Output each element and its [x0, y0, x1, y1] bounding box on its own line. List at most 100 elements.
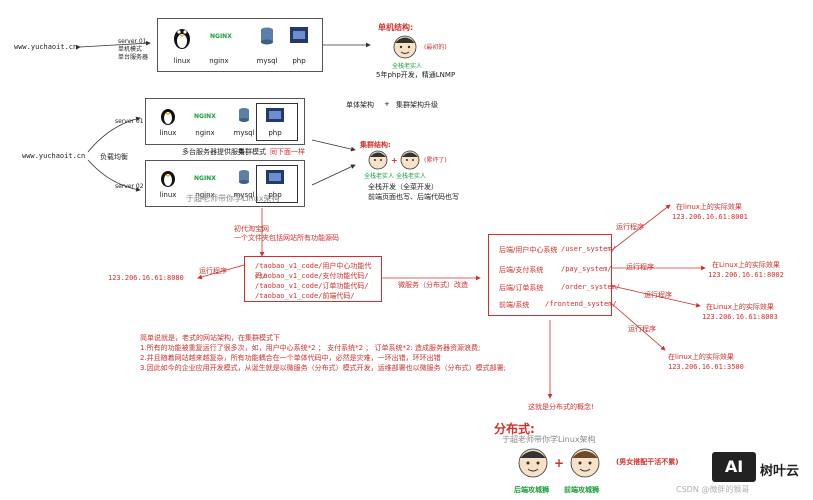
php-highlight-box — [256, 165, 298, 203]
effect-title: 在linux上的实际效果 — [676, 203, 742, 211]
old-run-label: 运行程序 — [199, 267, 227, 275]
server-note-line: 单机模式 — [118, 46, 143, 53]
mid-site: www.yuchaoit.cn — [22, 152, 86, 160]
old-code-box: /taobao_v1_code/用户中心功能代码/ /taobao_v1_cod… — [244, 256, 382, 302]
effect-ip: 123.206.16.61:8001 — [672, 213, 748, 221]
effect-title: 在linux上的实际效果 — [668, 353, 734, 361]
arch-label-2: 集群架构升级 — [396, 101, 438, 109]
top-server-note: server 01 单机模式 单台服务器 — [118, 38, 148, 62]
arrow-micro3 — [611, 285, 701, 308]
load-balancer-label: 负载均衡 — [100, 153, 128, 161]
arrow-site-to-server — [75, 40, 151, 50]
server2-label: server 02 — [115, 183, 144, 190]
dist-note: (男女搭配干活不累) — [616, 458, 679, 466]
dist-plus: + — [554, 456, 565, 470]
arrow-micro1 — [611, 204, 671, 251]
dist-question: 这就是分布式的概念! — [528, 403, 594, 411]
code-line: /taobao_v1_code/前端代码/ — [255, 292, 355, 300]
label-nginx: nginx — [209, 57, 229, 65]
cluster-title: 集群结构: — [360, 141, 391, 149]
cluster-note-3: 同下面一样 — [270, 148, 305, 156]
arrow-lb-server2 — [87, 159, 141, 192]
micro-row-name: 后端/用户中心系统 — [499, 246, 558, 254]
person-avatar-icon — [400, 150, 420, 174]
cluster-person-2: 全栈老实人 — [396, 173, 427, 180]
label-php: php — [292, 57, 306, 65]
single-title: 单机结构: — [378, 23, 414, 32]
nginx-logo-icon: NGINX — [194, 113, 216, 120]
person-avatar-icon — [568, 446, 602, 484]
arch-label: 单体架构 — [346, 101, 374, 109]
server2-box: NGINX linux nginx mysql php — [145, 160, 305, 207]
code-line: /taobao_v1_code/用户中心功能代码/ — [255, 262, 372, 280]
top-site: www.yuchaoit.cn — [14, 43, 78, 51]
label-linux: linux — [159, 129, 177, 137]
label-mysql: mysql — [233, 191, 255, 199]
old-title-1: 初代淘宝网 — [234, 225, 269, 233]
micro-row-name: 前端/系统 — [499, 301, 530, 309]
old-ip: 123.206.16.61:8080 — [108, 274, 184, 282]
nginx-logo-icon: NGINX — [194, 175, 216, 182]
label-php: php — [268, 191, 282, 199]
mysql-database-icon — [238, 169, 250, 189]
person-note: (最初的) — [424, 44, 447, 51]
linux-tux-icon — [172, 25, 192, 53]
micro-run-label: 运行程序 — [628, 325, 656, 333]
csdn-watermark: CSDN @微胖的猴哥 — [676, 485, 750, 494]
explain-line: 简单说就是，老式的网站架构，在集群模式下 — [140, 334, 280, 342]
micro-run-label: 运行程序 — [626, 263, 654, 271]
server-note-line: server 01 — [118, 38, 147, 45]
person-avatar-icon — [516, 446, 550, 484]
micro-run-label: 运行程序 — [644, 291, 672, 299]
micro-row-path: /pay_system/ — [561, 265, 612, 273]
label-mysql: mysql — [256, 57, 278, 65]
person-avatar-icon — [368, 150, 388, 174]
transform-label: 微服务（分布式）改造 — [398, 281, 468, 289]
arrow-micro4 — [611, 303, 666, 351]
effect-ip: 123.206.16.61:3500 — [668, 363, 744, 371]
arrow-lb-server1 — [87, 116, 141, 153]
micro-row-name: 后端/支付系统 — [499, 266, 544, 274]
cluster-person-note: (累坏了) — [424, 157, 447, 164]
server1-label: server 01 — [115, 118, 144, 125]
effect-title: 在Linux上的实际效果 — [712, 261, 780, 269]
explain-line: 3.因此如今的企业应用开发模式，从诞生就是以微服务（分布式）模式开发，运维部署也… — [140, 364, 507, 372]
effect-title: 在Linux上的实际效果 — [706, 303, 774, 311]
mysql-database-icon — [238, 107, 250, 127]
cluster-caption-2: 前端页面也写、后端代码也写 — [368, 193, 459, 201]
label-linux: linux — [173, 57, 191, 65]
mysql-database-icon — [260, 27, 274, 49]
micro-row-path: /user_system/ — [561, 245, 616, 253]
micro-row-path: /order_system/ — [561, 283, 621, 291]
php-window-icon — [266, 169, 284, 188]
explain-line: 1.所有的功能被重复运行了很多次，如，用户中心系统*2 ； 支付系统*2 ； 订… — [140, 344, 481, 352]
php-window-icon — [290, 27, 308, 47]
frontend-caption: 前端攻城狮 — [564, 486, 599, 494]
server1-box: NGINX linux nginx mysql php — [145, 98, 305, 145]
nginx-logo-icon: NGINX — [210, 33, 232, 40]
dist-watermark: 于超老师带你学Linux架构 — [502, 435, 596, 444]
label-mysql: mysql — [233, 129, 255, 137]
brand-logo: AI — [712, 452, 756, 482]
brand-name: 树叶云 — [760, 464, 800, 479]
cluster-plus: + — [391, 156, 398, 165]
server-note-line: 单台服务器 — [118, 54, 149, 61]
arch-plus: + — [384, 100, 390, 108]
micro-row-path: /frontend_system/ — [545, 300, 617, 308]
code-line: /taobao_v1_code/支付功能代码/ — [255, 272, 369, 280]
arrow-server2-to-cluster — [311, 164, 356, 186]
cluster-note-2: 集群模式 — [238, 148, 266, 156]
label-nginx: nginx — [195, 191, 215, 199]
cluster-person-1: 全栈老实人 — [364, 173, 395, 180]
label-nginx: nginx — [195, 129, 215, 137]
old-title-2: 一个文件夹包括网站所有功能源码 — [234, 234, 339, 242]
single-caption: 5年php开发，精通LNMP — [376, 71, 456, 79]
label-php: php — [268, 129, 282, 137]
micro-row-name: 后端/订单系统 — [499, 284, 544, 292]
arrow-server-to-cluster — [311, 139, 356, 152]
mid-watermark: 于超老师带你学Linux架构 — [186, 194, 280, 203]
linux-tux-icon — [160, 167, 176, 191]
php-window-icon — [266, 107, 284, 126]
code-line: /taobao_v1_code/订单功能代码/ — [255, 282, 369, 290]
